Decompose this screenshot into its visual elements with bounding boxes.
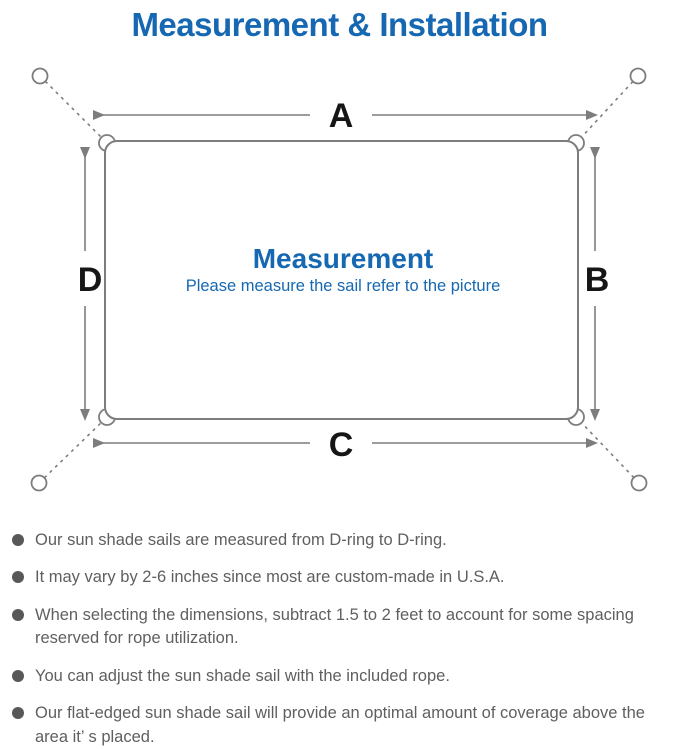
bullet-icon [12, 571, 24, 584]
tether-line-top-left [39, 75, 106, 142]
note-item: When selecting the dimensions, subtract … [12, 604, 679, 651]
page-title: Measurement & Installation [131, 6, 548, 43]
tether-line-top-right [577, 75, 639, 142]
tether-line-bottom-left [38, 418, 106, 484]
dimension-label-b: B [585, 261, 610, 299]
diagram-heading: Measurement [253, 243, 434, 274]
bullet-icon [12, 669, 24, 682]
anchor-ring-icon-top-left [31, 67, 49, 85]
diagram-subtext: Please measure the sail refer to the pic… [186, 277, 501, 295]
anchor-ring-icon-bottom-left [30, 474, 48, 492]
notes-list: Our sun shade sails are measured from D-… [12, 529, 679, 749]
dimension-label-d: D [78, 261, 103, 299]
note-text: Our flat-edged sun shade sail will provi… [35, 704, 645, 746]
note-item: Our sun shade sails are measured from D-… [12, 529, 679, 552]
note-text: Our sun shade sails are measured from D-… [35, 531, 447, 549]
note-text: When selecting the dimensions, subtract … [35, 605, 634, 648]
note-text: You can adjust the sun shade sail with t… [35, 666, 450, 685]
bullet-icon [12, 608, 24, 621]
bullet-icon [12, 707, 24, 720]
anchor-ring-icon-bottom-right [630, 474, 648, 492]
tether-line-bottom-right [577, 418, 640, 484]
sail-measurement-diagram: A C D B Measurement Please measure the s… [0, 48, 679, 513]
dimension-label-a: A [329, 97, 354, 135]
note-item: Our flat-edged sun shade sail will provi… [12, 702, 679, 749]
note-item: You can adjust the sun shade sail with t… [12, 665, 679, 688]
bullet-icon [12, 534, 24, 546]
note-text: It may vary by 2-6 inches since most are… [35, 568, 505, 587]
sail-outline [104, 140, 579, 420]
anchor-ring-icon-top-right [629, 67, 647, 85]
diagram-canvas: A C D B Measurement Please measure the s… [30, 67, 648, 492]
note-item: It may vary by 2-6 inches since most are… [12, 566, 679, 589]
dimension-label-c: C [329, 426, 354, 464]
